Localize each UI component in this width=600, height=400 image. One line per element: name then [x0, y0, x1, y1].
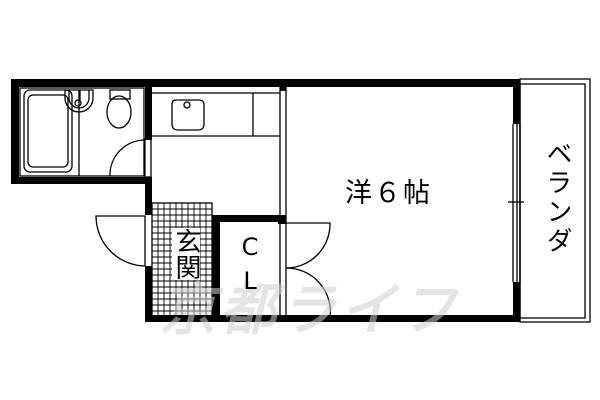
toilet-icon: [106, 89, 132, 129]
entrance-door: [95, 215, 146, 267]
closet: [212, 215, 286, 322]
bathroom: [11, 79, 152, 184]
watermark: 京都ライフ: [160, 278, 460, 343]
veranda-label: ベランダ: [542, 140, 572, 256]
main-room-label: 洋６帖: [345, 178, 432, 209]
veranda: [519, 78, 591, 323]
closet-label: CL: [236, 233, 264, 301]
kitchen-sink-icon: [171, 99, 205, 131]
room-doors: [285, 222, 332, 319]
entrance-label: 玄関: [171, 228, 201, 280]
kitchen-counter: [152, 92, 280, 137]
bathtub-icon: [23, 89, 73, 173]
balcony-window: [508, 124, 524, 282]
wash-basin-icon: [64, 89, 94, 113]
